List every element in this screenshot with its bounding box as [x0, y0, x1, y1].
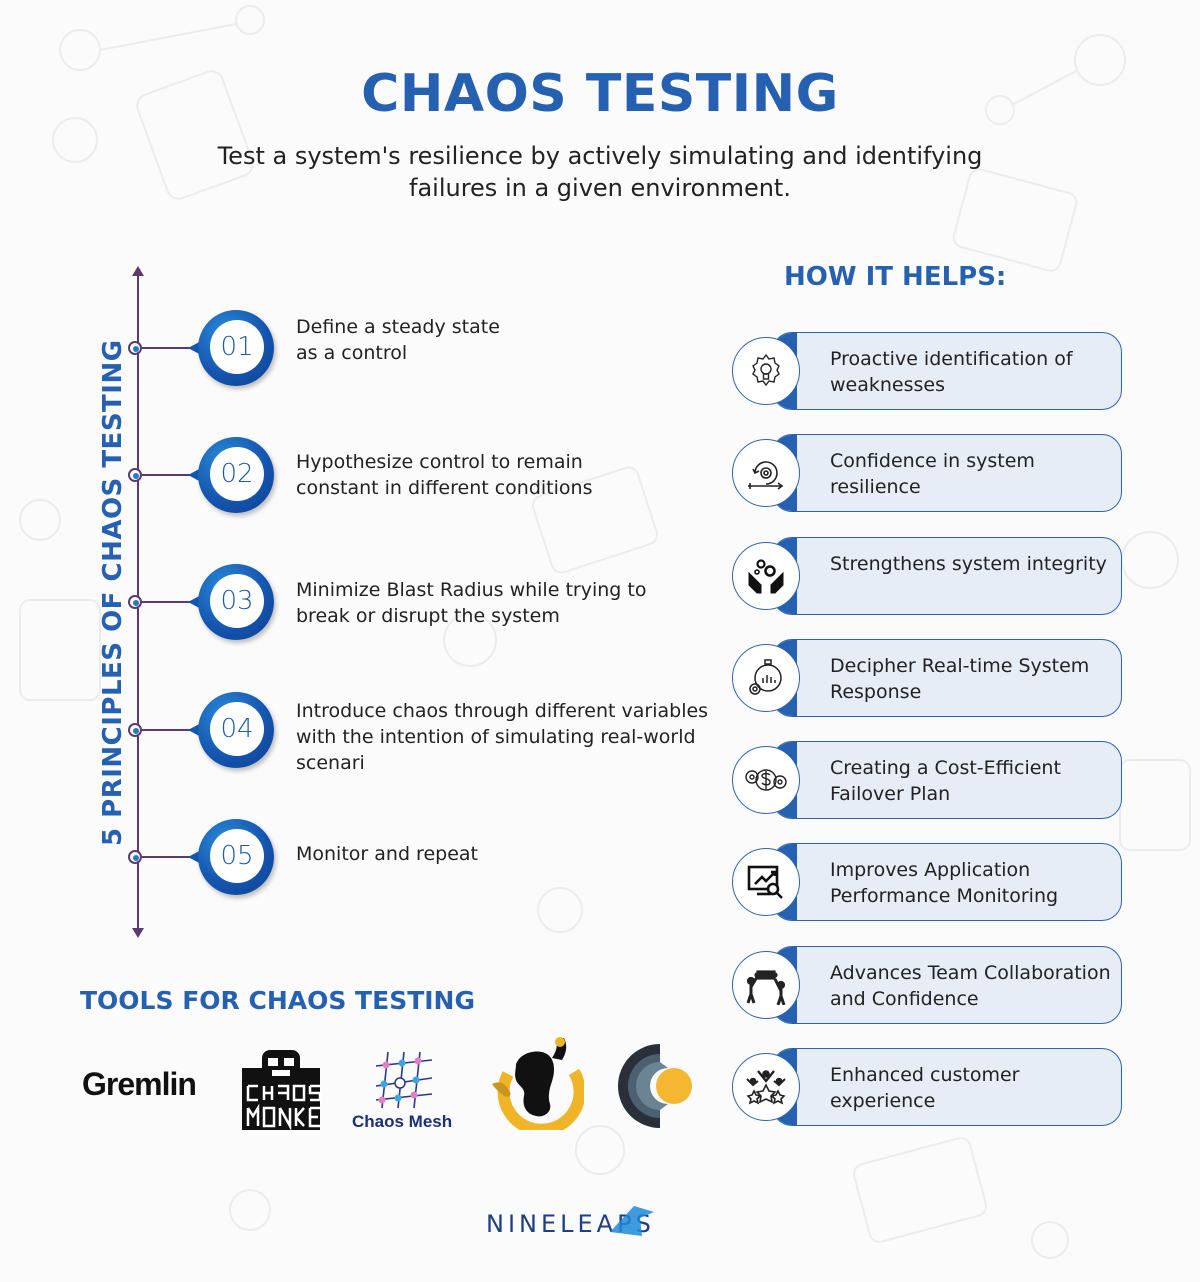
chaos-monkey-logo	[242, 1050, 322, 1131]
arrow-down-icon	[132, 928, 144, 938]
page-title: CHAOS TESTING	[361, 64, 839, 124]
principle-step-02: 02 Hypothesize control to remain constan…	[128, 437, 728, 517]
chaos-toolkit-monkey-logo	[492, 1037, 584, 1130]
help-item: Proactive identification of weaknesses	[732, 332, 1122, 412]
help-label: Confidence in system resilience	[830, 450, 1035, 498]
help-label: Advances Team Collaboration and Confiden…	[830, 962, 1111, 1010]
tools-heading: TOOLS FOR CHAOS TESTING	[80, 986, 475, 1015]
help-item: Confidence in system resilience	[732, 434, 1122, 514]
stopwatch-chart-icon	[749, 659, 782, 695]
help-item: Strengthens system integrity	[732, 537, 1122, 617]
help-card	[772, 1048, 1122, 1126]
principle-step-01: 01 Define a steady state as a control	[128, 310, 728, 390]
step-badge: 05	[198, 819, 274, 895]
step-number: 05	[210, 829, 264, 883]
principle-step-03: 03 Minimize Blast Radius while trying to…	[128, 564, 728, 644]
step-text: Introduce chaos through different variab…	[296, 700, 709, 774]
help-card	[772, 741, 1122, 819]
monitor-magnifier-icon	[747, 865, 783, 899]
step-badge: 01	[198, 310, 274, 386]
team-puzzle-icon	[746, 970, 786, 1005]
icon-circle	[732, 746, 800, 814]
help-label: Proactive identification of weaknesses	[830, 348, 1073, 396]
chaos-mesh-logo	[375, 1051, 433, 1109]
connector-line	[142, 856, 202, 858]
people-stars-icon	[746, 1070, 786, 1105]
icon-circle	[732, 951, 800, 1019]
icon-circle	[732, 337, 800, 405]
help-label: Improves Application Performance Monitor…	[830, 859, 1059, 907]
icon-circle	[732, 1053, 800, 1121]
step-badge: 02	[198, 437, 274, 513]
hands-gears-icon	[748, 559, 784, 594]
connector-line	[142, 474, 202, 476]
litmus-logo	[618, 1044, 692, 1128]
help-label: Enhanced customer experience	[830, 1064, 1020, 1112]
step-text: Minimize Blast Radius while trying to br…	[296, 579, 647, 627]
help-label: Creating a Cost-Efficient Failover Plan	[830, 757, 1061, 805]
connector-line	[142, 729, 202, 731]
step-badge: 04	[198, 692, 274, 768]
arrow-up-icon	[132, 266, 144, 276]
step-text: Monitor and repeat	[296, 843, 478, 865]
help-item: Enhanced customer experience	[732, 1048, 1122, 1128]
icon-circle	[732, 439, 800, 507]
icon-circle	[732, 644, 800, 712]
help-label: Decipher Real-time System Response	[830, 655, 1090, 703]
brand-star-icon	[610, 1206, 654, 1236]
principle-step-04: 04 Introduce chaos through different var…	[128, 692, 728, 774]
timeline-node	[128, 850, 142, 864]
help-card	[772, 946, 1122, 1024]
help-item: Advances Team Collaboration and Confiden…	[732, 946, 1122, 1026]
step-text: Hypothesize control to remain constant i…	[296, 451, 593, 499]
timeline-node	[128, 341, 142, 355]
gremlin-logo: Gremlin	[82, 1066, 197, 1102]
help-card	[772, 332, 1122, 410]
icon-circle	[732, 848, 800, 916]
principles-heading: 5 PRINCIPLES OF CHAOS TESTING	[98, 339, 128, 846]
cycle-gear-icon	[748, 461, 784, 490]
page-subtitle: Test a system's resilience by actively s…	[217, 142, 983, 202]
step-badge: 03	[198, 564, 274, 640]
help-item: Creating a Cost-Efficient Failover Plan	[732, 741, 1122, 821]
step-number: 02	[210, 447, 264, 501]
helps-heading: HOW IT HELPS:	[784, 262, 1007, 292]
dollar-gears-icon	[745, 769, 787, 791]
step-number: 03	[210, 574, 264, 628]
help-item: Improves Application Performance Monitor…	[732, 843, 1122, 923]
chaos-mesh-label: Chaos Mesh	[352, 1112, 453, 1131]
help-label: Strengthens system integrity	[830, 553, 1107, 575]
gear-lightbulb-icon	[752, 353, 780, 387]
help-card	[772, 537, 1122, 615]
principle-step-05: 05 Monitor and repeat	[128, 819, 728, 899]
step-number: 01	[210, 320, 264, 374]
help-item: Decipher Real-time System Response	[732, 639, 1122, 719]
connector-line	[142, 347, 202, 349]
timeline-node	[128, 595, 142, 609]
connector-line	[142, 601, 202, 603]
step-text: Define a steady state as a control	[296, 316, 500, 364]
timeline-node	[128, 723, 142, 737]
step-number: 04	[210, 702, 264, 756]
timeline-node	[128, 468, 142, 482]
icon-circle	[732, 542, 800, 610]
